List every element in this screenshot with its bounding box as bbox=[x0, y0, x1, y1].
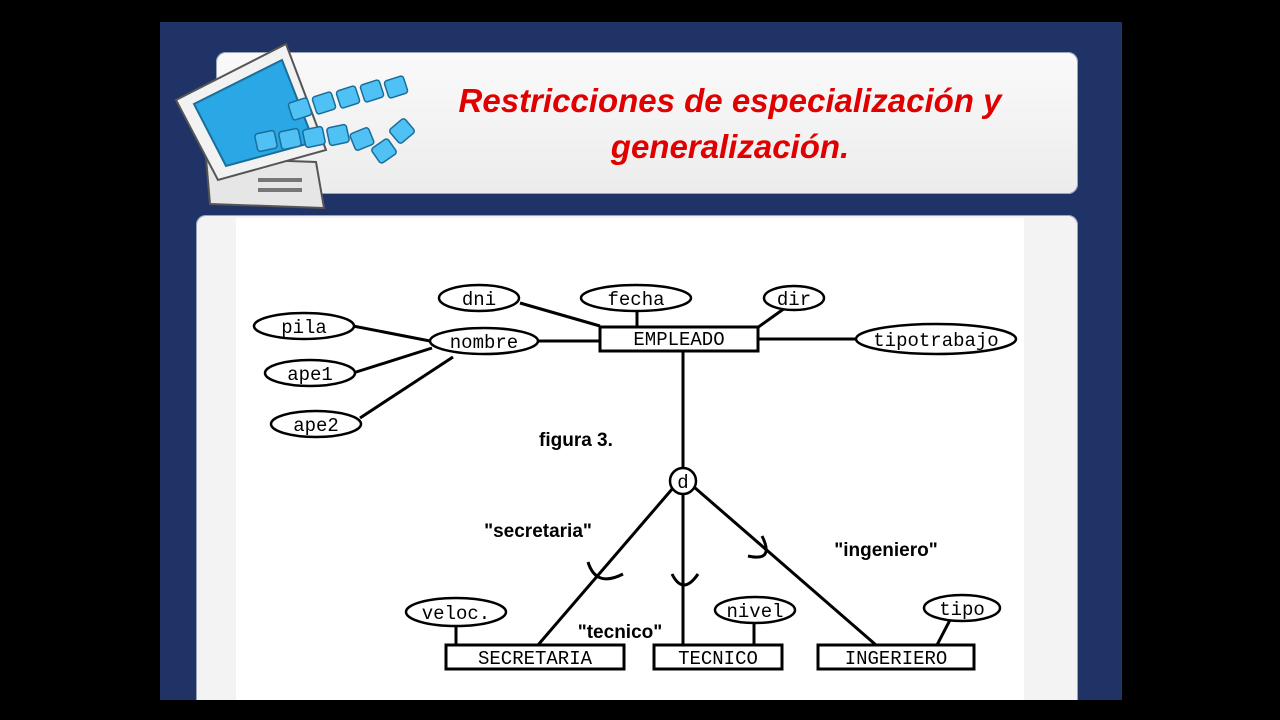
svg-text:SECRETARIA: SECRETARIA bbox=[478, 648, 593, 670]
condition-secretaria: "secretaria" bbox=[484, 521, 592, 542]
svg-text:dni: dni bbox=[462, 289, 496, 311]
subset-symbol-ingeniero bbox=[747, 535, 768, 559]
condition-ingeniero: "ingeniero" bbox=[834, 540, 938, 561]
attribute-pila: pila bbox=[252, 311, 356, 341]
attribute-tipo: tipo bbox=[922, 593, 1002, 623]
title-panel bbox=[216, 52, 1078, 194]
svg-text:tipotrabajo: tipotrabajo bbox=[873, 330, 998, 352]
svg-text:TECNICO: TECNICO bbox=[678, 648, 758, 670]
attribute-nombre: nombre bbox=[428, 326, 540, 356]
attribute-fecha: fecha bbox=[579, 283, 693, 313]
disjoint-constraint: d bbox=[668, 466, 698, 496]
entity-empleado: EMPLEADO bbox=[598, 325, 760, 353]
svg-text:ape1: ape1 bbox=[287, 364, 333, 386]
svg-text:nombre: nombre bbox=[450, 332, 518, 354]
svg-text:fecha: fecha bbox=[607, 289, 664, 311]
subset-symbol-tecnico bbox=[670, 573, 700, 587]
attribute-tipotrabajo: tipotrabajo bbox=[854, 322, 1018, 356]
svg-text:veloc.: veloc. bbox=[422, 603, 490, 625]
attribute-veloc: veloc. bbox=[404, 596, 508, 628]
entity-secretaria: SECRETARIA bbox=[444, 643, 626, 671]
figure-caption: figura 3. bbox=[539, 430, 613, 451]
attribute-ape1: ape1 bbox=[263, 358, 357, 388]
entity-ingeriero: INGERIERO bbox=[816, 643, 976, 671]
svg-text:tipo: tipo bbox=[939, 599, 985, 621]
attribute-connectors bbox=[352, 301, 856, 468]
svg-text:ape2: ape2 bbox=[293, 415, 339, 437]
entity-tecnico: TECNICO bbox=[652, 643, 784, 671]
attribute-ape2: ape2 bbox=[269, 409, 363, 439]
attribute-nivel: nivel bbox=[713, 595, 797, 625]
computer-http-icon bbox=[174, 42, 415, 210]
specialization-lines bbox=[536, 485, 877, 647]
attribute-dni: dni bbox=[437, 283, 521, 313]
slide-title: Restricciones de especialización y gener… bbox=[458, 82, 1002, 165]
attribute-dir: dir bbox=[762, 284, 826, 312]
entity-empleado-label: EMPLEADO bbox=[633, 329, 724, 351]
svg-text:d: d bbox=[677, 472, 688, 494]
subset-symbol-secretaria bbox=[586, 561, 624, 581]
svg-text:dir: dir bbox=[777, 289, 811, 311]
svg-text:nivel: nivel bbox=[726, 601, 783, 623]
condition-tecnico: "tecnico" bbox=[578, 622, 663, 643]
svg-text:pila: pila bbox=[281, 317, 327, 339]
svg-text:INGERIERO: INGERIERO bbox=[845, 648, 948, 670]
subclass-attribute-connectors bbox=[454, 619, 952, 646]
